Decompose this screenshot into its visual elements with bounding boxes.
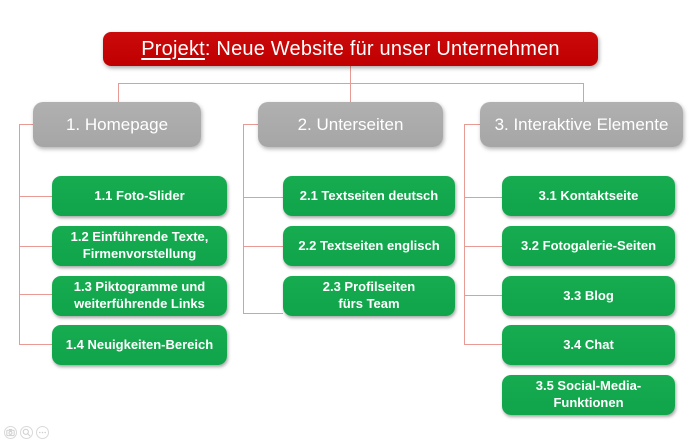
child-node-3-1: 3.1 Kontaktseite <box>502 176 675 216</box>
connector-segment <box>243 124 244 313</box>
child-node-label: 2.2 Textseiten englisch <box>298 237 440 253</box>
child-node-label: 1.3 Piktogramme und weiterführende Links <box>73 279 206 311</box>
branch-header-1: 1. Homepage <box>33 102 201 147</box>
child-node-1-1: 1.1 Foto-Slider <box>52 176 227 216</box>
child-node-label: 3.2 Fotogalerie-Seiten <box>520 237 657 253</box>
connector-segment <box>19 124 20 344</box>
child-node-label: 3.5 Social-Media- Funktionen <box>535 378 642 410</box>
connector-segment <box>243 246 283 247</box>
child-node-label: 1.1 Foto-Slider <box>94 187 185 203</box>
connector-segment <box>118 83 583 84</box>
connector-segment <box>118 83 119 102</box>
child-node-label: 3.4 Chat <box>563 336 614 352</box>
branch-header-label: 1. Homepage <box>65 114 169 134</box>
child-node-2-3: 2.3 Profilseiten fürs Team <box>283 276 455 316</box>
branch-header-label: 2. Unterseiten <box>297 114 404 134</box>
ellipsis-icon[interactable] <box>36 426 49 439</box>
child-node-label: 1.4 Neuigkeiten-Bereich <box>65 336 214 352</box>
connector-segment <box>464 344 502 345</box>
child-node-label: 2.3 Profilseiten fürs Team <box>322 279 416 311</box>
connector-segment <box>464 124 480 125</box>
child-node-2-1: 2.1 Textseiten deutsch <box>283 176 455 216</box>
root-project-node: Projekt: Neue Website für unser Unterneh… <box>103 32 598 66</box>
connector-segment <box>243 197 283 198</box>
child-node-1-3: 1.3 Piktogramme und weiterführende Links <box>52 276 227 316</box>
child-node-1-2: 1.2 Einführende Texte, Firmenvorstellung <box>52 226 227 266</box>
connector-segment <box>464 246 502 247</box>
child-node-2-2: 2.2 Textseiten englisch <box>283 226 455 266</box>
child-node-3-5: 3.5 Social-Media- Funktionen <box>502 375 675 415</box>
child-node-label: 1.2 Einführende Texte, Firmenvorstellung <box>70 229 209 261</box>
connector-segment <box>19 124 34 125</box>
child-node-3-3: 3.3 Blog <box>502 276 675 316</box>
child-node-label: 3.3 Blog <box>563 287 614 303</box>
connector-segment <box>243 124 258 125</box>
connector-segment <box>464 295 502 296</box>
camera-icon[interactable] <box>4 426 17 439</box>
root-title-prefix: Projekt <box>141 37 205 60</box>
connector-segment <box>19 294 52 295</box>
connector-segment <box>583 83 584 102</box>
connector-segment <box>19 344 52 345</box>
child-node-3-4: 3.4 Chat <box>502 325 675 365</box>
child-node-3-2: 3.2 Fotogalerie-Seiten <box>502 226 675 266</box>
connector-segment <box>19 196 52 197</box>
connector-segment <box>19 246 52 247</box>
connector-segment <box>464 124 465 344</box>
watermark-toolbar <box>4 426 49 439</box>
root-title-suffix: : Neue Website für unser Unternehmen <box>204 37 560 60</box>
connector-segment <box>350 66 351 102</box>
connector-segment <box>243 313 283 314</box>
branch-header-2: 2. Unterseiten <box>258 102 443 147</box>
branch-header-3: 3. Interaktive Elemente <box>480 102 683 147</box>
child-node-1-4: 1.4 Neuigkeiten-Bereich <box>52 325 227 365</box>
child-node-label: 3.1 Kontaktseite <box>538 187 639 203</box>
magnifier-icon[interactable] <box>20 426 33 439</box>
child-node-label: 2.1 Textseiten deutsch <box>299 187 439 203</box>
connector-segment <box>464 197 502 198</box>
branch-header-label: 3. Interaktive Elemente <box>494 114 669 134</box>
